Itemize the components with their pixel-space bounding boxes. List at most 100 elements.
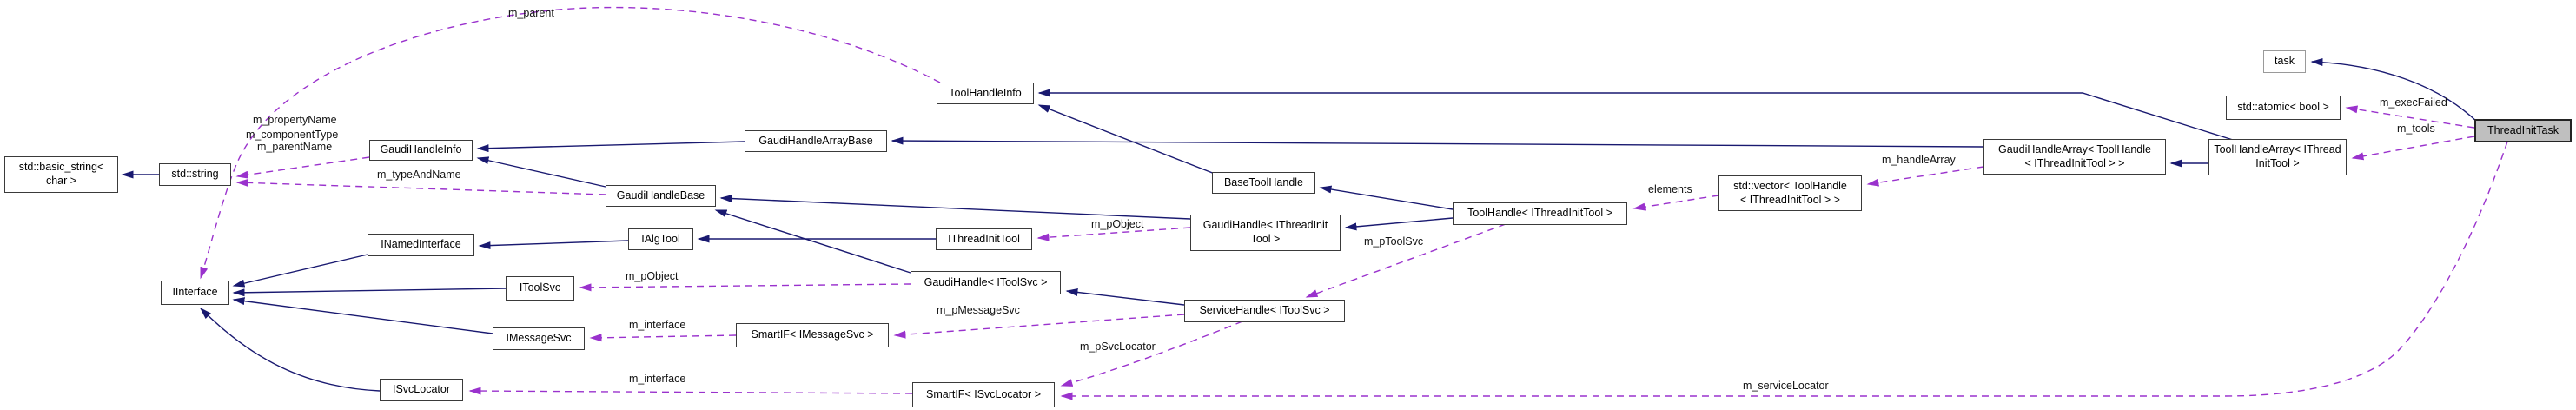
node-label: Tool > — [1250, 233, 1281, 245]
edge-label-m-pObject-thread: m_pObject — [1091, 218, 1144, 230]
edge-threadinittask-task — [2310, 58, 2479, 123]
edge-toolhandle-gaudihandlethread — [1344, 217, 1454, 231]
node-gaudi-handle-ithread[interactable]: GaudiHandle< IThreadInit Tool > — [1190, 215, 1341, 251]
node-label: ServiceHandle< IToolSvc > — [1199, 304, 1330, 317]
edge-servicehandle-gaudihandletoolsvc — [1065, 288, 1185, 306]
edge-smartifsvc-isvclocator — [468, 387, 913, 395]
node-thread-init-task[interactable]: ThreadInitTask — [2474, 119, 2572, 142]
node-tool-handle-info[interactable]: ToolHandleInfo — [937, 83, 1034, 104]
edge-threadinittask-smartifsvc — [1060, 141, 2508, 400]
node-service-handle-itoolsvc[interactable]: ServiceHandle< IToolSvc > — [1184, 300, 1345, 322]
node-label: < IThreadInitTool > > — [1739, 193, 1840, 206]
node-label: GaudiHandle< IToolSvc > — [924, 275, 1048, 288]
edge-label-elements: elements — [1648, 183, 1692, 195]
node-tool-handle-ithread[interactable]: ToolHandle< IThreadInitTool > — [1453, 202, 1627, 225]
edge-stdvector-toolhandle — [1632, 195, 1719, 211]
edge-label-m-execFailed: m_execFailed — [2380, 96, 2447, 109]
node-std-vector-toolhandle[interactable]: std::vector< ToolHandle < IThreadInitToo… — [1718, 175, 1862, 211]
edge-gaudihandlethread-ithreadinittool — [1036, 227, 1191, 241]
edge-label-m-parent: m_parent — [508, 7, 554, 19]
node-isvclocator[interactable]: ISvcLocator — [380, 379, 463, 401]
edge-gaudihandlearray-stdvector — [1866, 166, 1984, 187]
node-label: GaudiHandleInfo — [380, 143, 462, 156]
node-label: task — [2275, 55, 2295, 68]
node-gaudi-handle-info[interactable]: GaudiHandleInfo — [369, 140, 473, 161]
node-label: SmartIF< ISvcLocator > — [926, 387, 1041, 400]
node-ithread-init-tool[interactable]: IThreadInitTool — [936, 228, 1032, 250]
node-smartif-isvclocator[interactable]: SmartIF< ISvcLocator > — [912, 382, 1055, 407]
node-itoolsvc[interactable]: IToolSvc — [506, 276, 574, 301]
node-label: GaudiHandleBase — [616, 188, 705, 202]
edge-inamedinterface-iinterface — [232, 254, 368, 288]
node-label: std::vector< ToolHandle — [1733, 179, 1847, 192]
edge-toolhandlearray-toolhandleinfo — [1037, 89, 2234, 141]
edge-threadinittask-atomic — [2345, 105, 2475, 129]
node-label: ThreadInitTask — [2487, 123, 2559, 136]
edge-isvclocator-iinterface — [199, 307, 381, 392]
node-label: IToolSvc — [519, 281, 561, 294]
node-iinterface[interactable]: IInterface — [161, 281, 229, 305]
edge-imessagesvc-iinterface — [232, 297, 493, 334]
node-gaudi-handle-itoolsvc[interactable]: GaudiHandle< IToolSvc > — [911, 271, 1061, 294]
edge-label-m-propertyName: m_propertyName — [253, 114, 337, 126]
node-label: IThreadInitTool — [948, 232, 1020, 245]
node-label: char > — [45, 175, 77, 187]
node-label: ToolHandleArray< IThread — [2214, 143, 2341, 156]
edge-gaudihandletoolsvc-handlebase — [714, 209, 911, 274]
node-gaudi-handle-base[interactable]: GaudiHandleBase — [606, 185, 716, 207]
node-smartif-imessagesvc[interactable]: SmartIF< IMessageSvc > — [736, 323, 889, 347]
edge-label-m-serviceLocator: m_serviceLocator — [1743, 380, 1829, 392]
node-label: IAlgTool — [641, 232, 680, 245]
node-label: IInterface — [172, 286, 218, 299]
node-label: GaudiHandleArray< ToolHandle — [1998, 142, 2151, 155]
node-task[interactable]: task — [2263, 50, 2306, 73]
edge-ialgtool-inamedinterface — [478, 240, 629, 250]
node-ialgtool[interactable]: IAlgTool — [628, 228, 693, 250]
node-label: INamedInterface — [381, 238, 461, 251]
edge-toolhandleinfo-iinterface-mparent — [200, 6, 941, 280]
edge-label-m-tools: m_tools — [2397, 122, 2435, 135]
node-gaudi-handle-array[interactable]: GaudiHandleArray< ToolHandle < IThreadIn… — [1983, 139, 2166, 175]
edge-basetoolhandle-toolhandleinfo — [1037, 104, 1215, 175]
edge-toolhandle-basetoolhandle — [1319, 185, 1454, 210]
node-imessagesvc[interactable]: IMessageSvc — [493, 327, 585, 350]
edge-handlebase-stdstring — [235, 178, 606, 195]
edge-label-m-pSvcLocator: m_pSvcLocator — [1080, 341, 1156, 353]
edge-itoolsvc-iinterface — [232, 288, 507, 297]
node-base-tool-handle[interactable]: BaseToolHandle — [1212, 172, 1315, 194]
node-label: SmartIF< IMessageSvc > — [751, 328, 874, 341]
edge-label-m-interface-msg: m_interface — [629, 319, 686, 331]
edge-label-m-handleArray: m_handleArray — [1882, 154, 1956, 166]
edge-gaudihandlearray-arraybase — [891, 136, 1984, 148]
node-label: InitTool > — [2255, 157, 2300, 169]
edge-handlebase-handleinfo — [476, 156, 606, 188]
node-label: < IThreadInitTool > > — [2024, 156, 2125, 169]
edge-servicehandle-smartifsvc — [1060, 321, 1243, 387]
node-tool-handle-array[interactable]: ToolHandleArray< IThread InitTool > — [2208, 139, 2347, 175]
node-label: GaudiHandleArrayBase — [758, 134, 873, 147]
node-inamed-interface[interactable]: INamedInterface — [368, 234, 474, 256]
node-std-atomic-bool[interactable]: std::atomic< bool > — [2226, 96, 2341, 120]
edge-threadinittask-toolhandlearray — [2351, 136, 2475, 161]
node-label: std::basic_string< — [18, 161, 104, 174]
node-label: ToolHandle< IThreadInitTool > — [1467, 207, 1612, 220]
node-gaudi-handle-array-base[interactable]: GaudiHandleArrayBase — [745, 130, 887, 152]
edge-arraybase-handleinfo — [476, 141, 745, 153]
edge-toolhandle-servicehandle — [1305, 223, 1507, 298]
node-label: BaseToolHandle — [1223, 175, 1304, 188]
edge-label-m-componentType: m_componentType — [246, 129, 339, 141]
edge-smartifmsg-imessagesvc — [589, 334, 737, 342]
edge-label-m-typeAndName: m_typeAndName — [377, 169, 461, 181]
edge-label-m-pToolSvc: m_pToolSvc — [1364, 235, 1424, 248]
edge-gaudihandletoolsvc-itoolsvc — [579, 283, 911, 292]
node-label: IMessageSvc — [506, 332, 572, 345]
node-label: GaudiHandle< IThreadInit — [1202, 219, 1328, 232]
node-std-string[interactable]: std::string — [159, 163, 231, 186]
edge-label-m-pObject-toolsvc: m_pObject — [626, 270, 679, 282]
node-label: ToolHandleInfo — [949, 86, 1022, 99]
node-std-basic-string[interactable]: std::basic_string< char > — [4, 156, 118, 193]
node-label: std::atomic< bool > — [2237, 101, 2329, 114]
node-label: std::string — [171, 168, 219, 181]
